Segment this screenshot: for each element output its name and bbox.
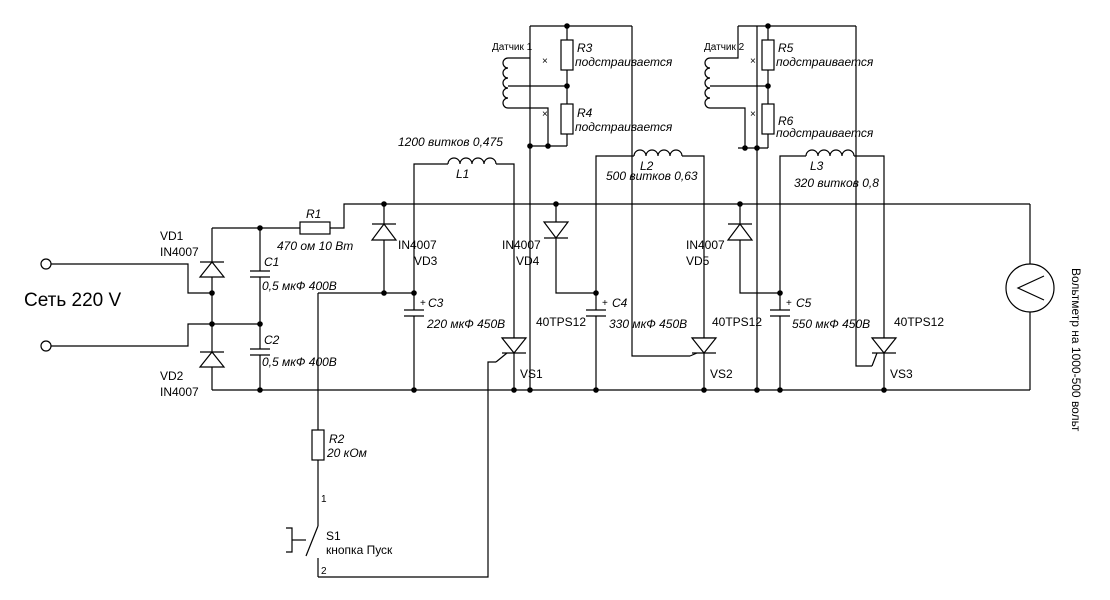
c5-ref: C5 <box>796 296 812 310</box>
thyristor-vs1: 40TPS12 VS1 <box>318 315 586 578</box>
c2-value: 0,5 мкФ 400В <box>262 355 337 369</box>
s1-pin1: 1 <box>321 494 327 505</box>
vd3-part: IN4007 <box>398 238 437 252</box>
vs2-ref: VS2 <box>710 367 733 381</box>
inductor-l3: L3 320 витков 0,8 <box>779 149 885 338</box>
resistor-r1: R1 470 ом 10 Вт <box>277 203 1030 253</box>
diode-vd5: IN4007 VD5 <box>686 204 780 294</box>
vd1-part: IN4007 <box>160 245 199 259</box>
vs1-part: 40TPS12 <box>536 315 586 329</box>
sensor-1-cross-a: × <box>542 56 548 67</box>
c4-plus: + <box>602 298 608 309</box>
resistor-r2: R2 20 кОм <box>311 293 367 520</box>
r1-value: 470 ом 10 Вт <box>277 239 353 253</box>
start-button-s1[interactable]: 1 2 S1 кнопка Пуск <box>286 494 393 577</box>
r4-value: подстраивается <box>575 120 673 134</box>
mains-label: Сеть 220 V <box>24 290 122 311</box>
vs2-part: 40TPS12 <box>712 315 762 329</box>
sensor-2: Датчик 2 × × R5 подстраивается R6 подстр… <box>704 23 874 393</box>
r5-value: подстраивается <box>776 55 874 69</box>
voltmeter: Вольтметр на 1000-500 вольт <box>1005 204 1083 432</box>
l2-ref: L2 <box>640 159 654 173</box>
s1-name: кнопка Пуск <box>326 543 393 557</box>
sensor-2-label: Датчик 2 <box>704 42 745 53</box>
vd4-ref: VD4 <box>516 254 540 268</box>
capacitor-c3: + C3 220 мкФ 450В <box>404 293 505 390</box>
s1-ref: S1 <box>326 529 341 543</box>
sensor-2-cross-b: × <box>750 109 756 120</box>
vd2-ref: VD2 <box>160 369 184 383</box>
inductor-l1: 1200 витков 0,475 L1 <box>398 135 515 338</box>
sensor-1-cross-b: × <box>542 109 548 120</box>
c4-value: 330 мкФ 450В <box>609 317 687 331</box>
vs1-ref: VS1 <box>520 367 543 381</box>
inductor-l2: L2 500 витков 0,63 <box>595 149 705 338</box>
l3-value: 320 витков 0,8 <box>794 176 879 190</box>
c4-ref: C4 <box>612 296 628 310</box>
r4-ref: R4 <box>577 106 593 120</box>
c5-plus: + <box>786 298 792 309</box>
c1-ref: C1 <box>264 255 279 269</box>
r2-value: 20 кОм <box>326 446 367 460</box>
thyristor-vs2: 40TPS12 VS2 <box>689 315 762 390</box>
r5-ref: R5 <box>778 41 794 55</box>
r3-value: подстраивается <box>575 55 673 69</box>
vs3-ref: VS3 <box>890 367 913 381</box>
vd3-ref: VD3 <box>414 254 438 268</box>
capacitor-c5: + C5 550 мкФ 450В <box>770 293 870 390</box>
c3-value: 220 мкФ 450В <box>426 317 505 331</box>
vd5-ref: VD5 <box>686 254 710 268</box>
vd4-part: IN4007 <box>502 238 541 252</box>
vd2-part: IN4007 <box>160 385 199 399</box>
r6-value: подстраивается <box>776 126 874 140</box>
thyristor-vs3: 40TPS12 VS3 <box>870 315 944 390</box>
s1-pin2: 2 <box>321 566 327 577</box>
l2-value: 500 витков 0,63 <box>606 169 698 183</box>
diode-vd2: VD2 IN4007 <box>160 324 226 399</box>
diode-vd1: VD1 IN4007 <box>160 228 226 293</box>
r3-ref: R3 <box>577 41 593 55</box>
diode-vd4: IN4007 VD4 <box>502 204 596 294</box>
c2-ref: C2 <box>264 333 280 347</box>
capacitor-c1: C1 0,5 мкФ 400В <box>250 228 337 324</box>
l1-ref: L1 <box>456 167 469 181</box>
r2-ref: R2 <box>329 432 345 446</box>
mains-terminal-1[interactable] <box>40 258 52 270</box>
mains-terminal-2[interactable] <box>40 340 52 352</box>
diode-vd3: IN4007 VD3 <box>370 204 438 293</box>
vs3-part: 40TPS12 <box>894 315 944 329</box>
vd1-ref: VD1 <box>160 229 184 243</box>
sensor-2-cross-a: × <box>750 56 756 67</box>
c1-value: 0,5 мкФ 400В <box>262 279 337 293</box>
c3-plus: + <box>420 298 426 309</box>
r6-ref: R6 <box>778 114 794 128</box>
sensor-1: Датчик 1 × × R3 подстраивается R4 подстр… <box>492 23 690 393</box>
capacitor-c4: + C4 330 мкФ 450В <box>586 293 687 390</box>
voltmeter-label: Вольтметр на 1000-500 вольт <box>1069 268 1083 432</box>
l3-ref: L3 <box>810 159 824 173</box>
c5-value: 550 мкФ 450В <box>792 317 870 331</box>
vd5-part: IN4007 <box>686 238 725 252</box>
r1-ref: R1 <box>306 207 321 221</box>
l1-value: 1200 витков 0,475 <box>398 135 503 149</box>
mains-input: Сеть 220 V <box>24 258 212 352</box>
c3-ref: C3 <box>428 296 444 310</box>
capacitor-c2: C2 0,5 мкФ 400В <box>250 324 337 390</box>
sensor-1-label: Датчик 1 <box>492 42 533 53</box>
